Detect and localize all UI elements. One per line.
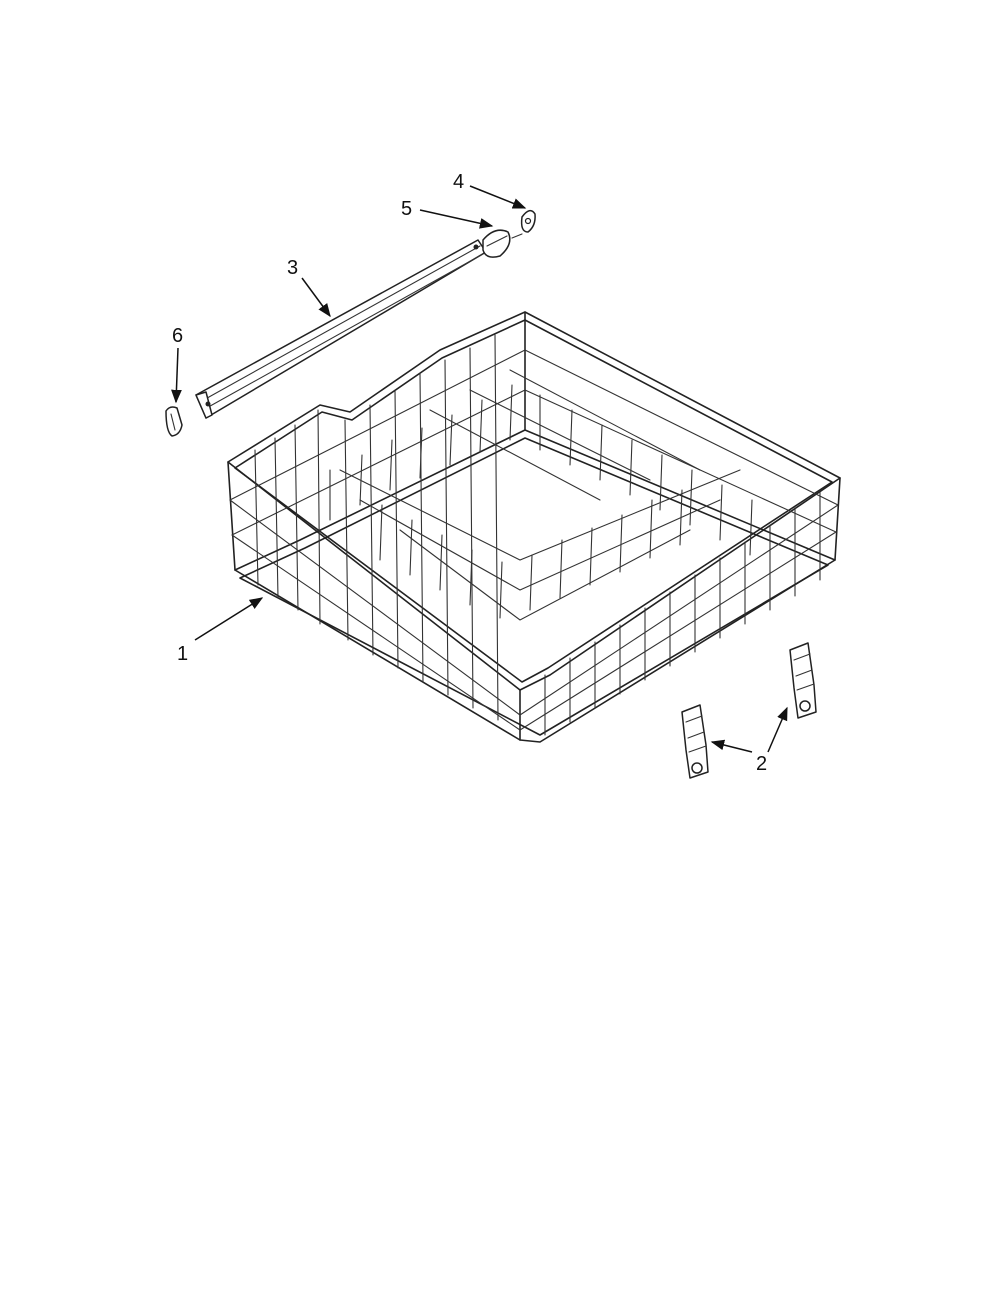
callout-2: 2 <box>756 753 767 775</box>
rack-adjuster-left-part <box>681 704 709 779</box>
rack-rail-part <box>195 239 487 419</box>
callout-6: 6 <box>172 325 183 347</box>
callout-4: 4 <box>453 171 464 193</box>
rack-adjuster-right-part <box>789 642 817 719</box>
rail-roller-part <box>482 229 523 258</box>
rail-end-cap-part <box>520 209 536 233</box>
callout-1: 1 <box>177 643 188 665</box>
upper-dishrack-part <box>227 311 841 743</box>
callout-5: 5 <box>401 198 412 220</box>
rail-stop-part <box>165 406 183 437</box>
leader-lines <box>171 185 788 753</box>
callout-3: 3 <box>287 257 298 279</box>
